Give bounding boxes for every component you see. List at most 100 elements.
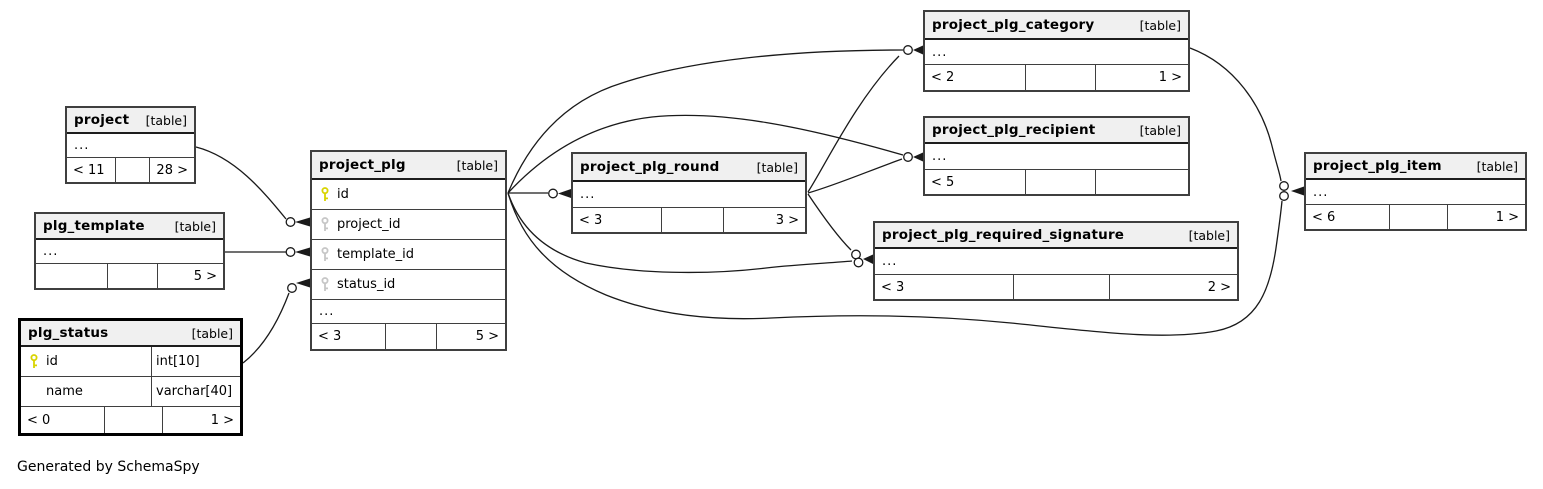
table-type-tag: [table]: [1476, 158, 1518, 174]
footer-mid-cell: [115, 158, 150, 182]
arrowhead-template_id: [295, 247, 310, 257]
edge-project_plg-to-recipient: [507, 114, 904, 194]
table-plg_status[interactable]: plg_status [table] id int[10] name varch…: [18, 318, 243, 436]
column-name: project_id: [337, 217, 401, 232]
table-type-tag: [table]: [456, 157, 498, 173]
table-header: project [table]: [67, 108, 194, 134]
table-plg_template[interactable]: plg_template [table] ... 5 >: [34, 212, 225, 290]
cardinality-circle: [1279, 181, 1289, 191]
collapsed-columns-row: ...: [925, 40, 1188, 65]
table-name: project_plg_item: [1313, 158, 1442, 174]
footer-mid-cell: [104, 407, 164, 433]
table-header: project_plg_round [table]: [573, 154, 805, 182]
column-row-name[interactable]: name varchar[40]: [21, 377, 240, 407]
table-type-tag: [table]: [756, 159, 798, 175]
footer-parents-count: < 11: [73, 162, 105, 178]
primary-key-icon: [319, 187, 330, 202]
table-footer: < 3 3 >: [573, 208, 805, 232]
table-footer: < 2 1 >: [925, 65, 1188, 90]
column-row-template_id[interactable]: template_id: [312, 240, 505, 270]
table-header: project_plg [table]: [312, 152, 505, 180]
arrowhead-required_signature: [863, 254, 873, 264]
table-type-tag: [table]: [145, 112, 187, 128]
primary-key-icon: [28, 354, 39, 369]
arrowhead-recipient: [913, 152, 923, 162]
table-footer: < 5: [925, 170, 1188, 194]
column-name: name: [46, 384, 83, 399]
footer-mid-cell: [1389, 205, 1449, 229]
column-row-id[interactable]: id int[10]: [21, 347, 240, 377]
table-header: plg_template [table]: [36, 214, 223, 240]
collapsed-columns-row: ...: [573, 182, 805, 208]
edge-round-to-required_signature: [807, 193, 852, 251]
cardinality-circle: [285, 217, 296, 227]
table-footer: < 3 2 >: [875, 275, 1237, 299]
column-type: varchar[40]: [151, 377, 240, 406]
cardinality-circle: [548, 188, 558, 199]
table-project_plg_category[interactable]: project_plg_category [table] ... < 2 1 >: [923, 10, 1190, 92]
footer-parents-count: < 2: [931, 70, 955, 85]
table-footer: < 6 1 >: [1306, 205, 1525, 229]
collapsed-columns-row: ...: [312, 300, 505, 324]
table-name: project_plg_category: [932, 17, 1095, 33]
table-project_plg_recipient[interactable]: project_plg_recipient [table] ... < 5: [923, 116, 1190, 196]
column-type: int[10]: [151, 347, 240, 376]
footer-parents-count: < 3: [579, 212, 603, 228]
foreign-key-icon: [319, 277, 330, 292]
edge-project-to-project_plg: [195, 146, 287, 220]
table-project_plg_required_signature[interactable]: project_plg_required_signature [table] .…: [873, 221, 1239, 301]
table-footer: 5 >: [36, 264, 223, 288]
footer-parents-count: < 5: [931, 174, 955, 190]
column-name: template_id: [337, 247, 415, 262]
arrowhead-round: [558, 189, 571, 198]
footer-children-count: 1 >: [1495, 209, 1519, 225]
edge-round-to-recipient: [807, 158, 903, 194]
column-name: id: [337, 187, 349, 202]
collapsed-columns-row: ...: [1306, 180, 1525, 205]
column-row-status_id[interactable]: status_id: [312, 270, 505, 300]
cardinality-circle: [853, 257, 864, 268]
table-footer: < 0 1 >: [21, 407, 240, 433]
footer-children-count: 5 >: [475, 329, 499, 344]
footer-mid-cell: [1024, 170, 1096, 194]
column-row-project_id[interactable]: project_id: [312, 210, 505, 240]
footer-children-count: 1 >: [210, 412, 234, 428]
table-project_plg_round[interactable]: project_plg_round [table] ... < 3 3 >: [571, 152, 807, 234]
edge-plg_status-to-project_plg: [242, 292, 290, 364]
collapsed-columns-row: ...: [925, 144, 1188, 170]
table-type-tag: [table]: [191, 325, 233, 341]
table-header: project_plg_required_signature [table]: [875, 223, 1237, 249]
column-name: id: [46, 354, 58, 369]
table-project_plg[interactable]: project_plg [table] id project_id templa…: [310, 150, 507, 351]
table-project[interactable]: project [table] ... < 11 28 >: [65, 106, 196, 184]
cardinality-circle: [285, 247, 296, 257]
table-name: plg_template: [43, 218, 145, 234]
column-row-id[interactable]: id: [312, 180, 505, 210]
footer-children-count: 1 >: [1158, 70, 1182, 85]
footer-children-count: 5 >: [193, 268, 217, 284]
edge-round-to-category: [807, 55, 900, 193]
footer-parents-count: < 6: [1312, 209, 1336, 225]
cardinality-circle: [851, 249, 861, 260]
table-type-tag: [table]: [1139, 17, 1181, 33]
footer-children-count: 2 >: [1207, 279, 1231, 295]
edge-project_plg-to-category: [507, 49, 904, 194]
footer-children-count: [1096, 170, 1188, 194]
cardinality-circle: [903, 152, 913, 162]
edge-project_plg-to-required_signature: [507, 192, 853, 274]
collapsed-columns-row: ...: [36, 240, 223, 264]
footer-parents-count: < 3: [318, 329, 342, 344]
table-name: project_plg_recipient: [932, 122, 1096, 138]
generator-credit: Generated by SchemaSpy: [17, 459, 200, 475]
table-project_plg_item[interactable]: project_plg_item [table] ... < 6 1 >: [1304, 152, 1527, 231]
table-name: project: [74, 112, 130, 128]
arrowhead-project_id: [295, 217, 310, 227]
footer-mid-cell: [661, 208, 724, 232]
arrowhead-category: [913, 45, 923, 55]
column-name: status_id: [337, 277, 396, 292]
cardinality-circle: [1279, 191, 1289, 201]
table-name: project_plg_round: [580, 159, 720, 175]
footer-parents-count: < 0: [27, 412, 51, 428]
